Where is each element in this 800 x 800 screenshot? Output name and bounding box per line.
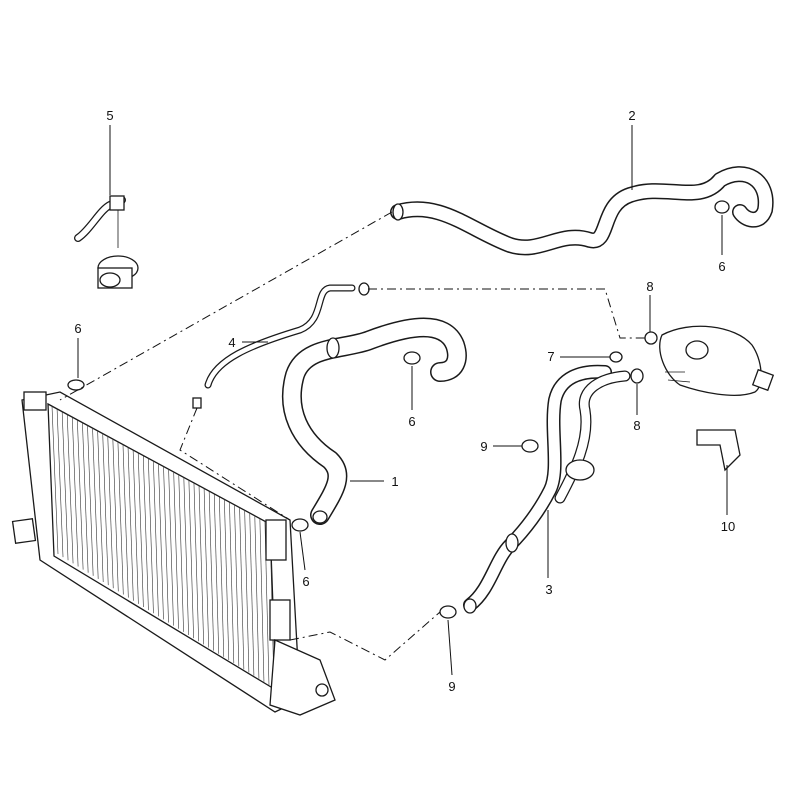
clamp-6c: [403, 351, 421, 365]
callout-8-top: 8: [646, 279, 653, 294]
hose-2: [390, 166, 774, 256]
clamp-8a: [644, 331, 658, 345]
hose-4: [192, 284, 356, 409]
clamp-6d: [291, 518, 309, 532]
callouts: 5 2 6 6 4 6 8 7 8 9 1 6 3 9 10: [74, 108, 735, 694]
callout-6-bottom: 6: [302, 574, 309, 589]
assembly-lines: [59, 211, 645, 661]
callout-1: 1: [391, 474, 398, 489]
clamp-4: [358, 282, 370, 296]
part-5-fitting: [74, 195, 139, 289]
callout-6-top-right: 6: [718, 259, 725, 274]
radiator-fins: [51, 405, 275, 689]
bracket-10: [696, 429, 741, 472]
clamp-9a: [521, 439, 539, 453]
clamp-8b: [630, 368, 644, 384]
hose-1: [281, 317, 467, 525]
callout-7: 7: [547, 349, 554, 364]
clamp-9b: [439, 605, 457, 619]
callout-10: 10: [721, 519, 735, 534]
callout-2: 2: [628, 108, 635, 123]
expansion-tank: [659, 325, 775, 396]
callout-3: 3: [545, 582, 552, 597]
callout-4: 4: [228, 335, 235, 350]
callout-8-bottom: 8: [633, 418, 640, 433]
radiator: [11, 391, 336, 716]
hose-3: [463, 364, 631, 614]
callout-5: 5: [106, 108, 113, 123]
leader-lines: [77, 125, 728, 676]
clamp-6a: [67, 379, 85, 391]
callout-9-bottom: 9: [448, 679, 455, 694]
clamp-7: [609, 351, 623, 363]
callout-6-middle: 6: [408, 414, 415, 429]
callout-9-top: 9: [480, 439, 487, 454]
callout-6-left: 6: [74, 321, 81, 336]
clamp-6b: [714, 200, 730, 214]
